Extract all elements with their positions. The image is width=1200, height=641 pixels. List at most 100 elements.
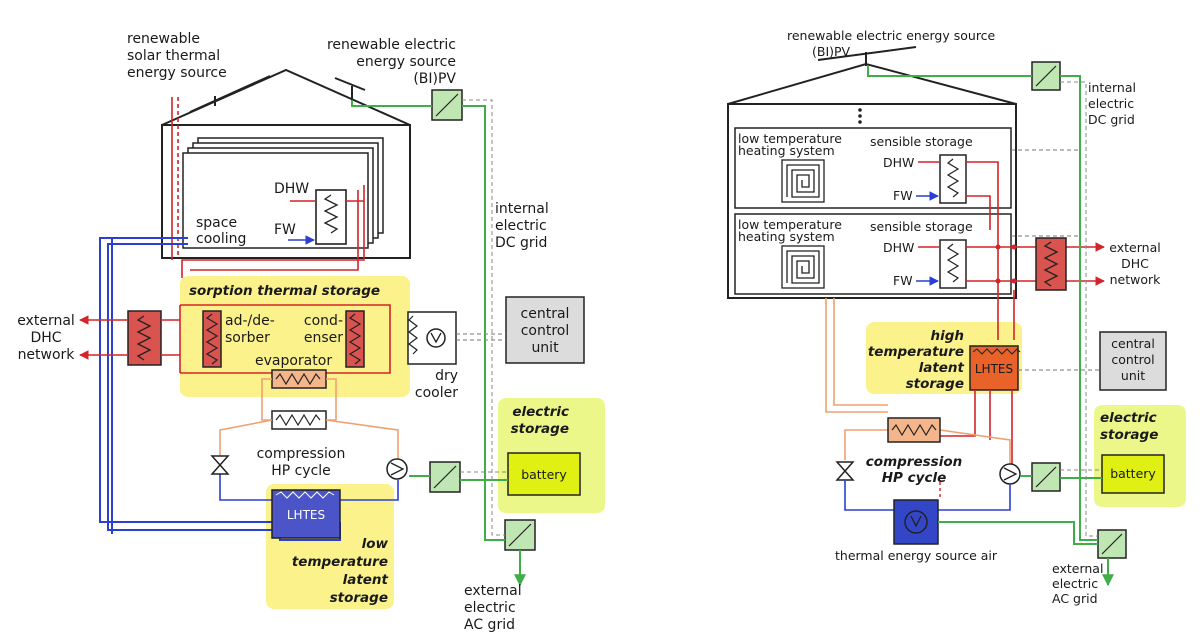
right-compression-label-1: compression — [866, 454, 962, 470]
solar-source-label-3: energy source — [127, 65, 227, 81]
condenser-label-2: enser — [304, 330, 343, 346]
right-expansion-valve — [835, 461, 855, 481]
high-temp-label-1: high — [930, 328, 964, 344]
left-dhc-label-3: network — [18, 347, 76, 363]
right-dhc-label-2: DHC — [1121, 256, 1149, 271]
left-ac-grid-label-3: AC grid — [464, 617, 515, 633]
air-source-unit — [893, 499, 939, 545]
left-dhc-heat-exchanger — [127, 310, 162, 366]
left-central-control-unit — [505, 296, 585, 364]
left-control-label-3: unit — [531, 340, 559, 356]
high-temp-label-2: temperature — [868, 344, 964, 360]
right-dhw-label-2: DHW — [883, 240, 914, 255]
compression-hx — [271, 410, 327, 430]
svg-text:ad-/de-sorber: ad-/de-sorber — [225, 313, 275, 346]
space-cooling-label-2: cooling — [196, 231, 246, 247]
left-lhtes-label: LHTES — [287, 508, 325, 522]
right-battery-label: battery — [1110, 466, 1156, 481]
floor-heating-spiral-1 — [781, 159, 825, 203]
right-control-label-3: unit — [1121, 368, 1145, 383]
right-battery — [1101, 454, 1165, 494]
right-control-label-1: central — [1111, 336, 1155, 351]
low-temp-label-3: latent — [343, 572, 389, 588]
right-dhc-label-3: network — [1110, 272, 1162, 287]
right-electric-source-label-2: (BI)PV — [812, 44, 851, 59]
right-lhtes-label: LHTES — [975, 362, 1013, 376]
sensible-storage-1 — [939, 154, 967, 204]
left-electric-storage-label-1: electric — [512, 404, 569, 420]
right-electric-source-label-1: renewable electric energy source — [787, 28, 996, 43]
air-source-label: thermal energy source air — [835, 548, 998, 563]
dc-grid-label-1: internal — [495, 201, 549, 217]
right-compression-hx — [887, 417, 941, 443]
solar-source-label-1: renewable — [127, 31, 200, 47]
condenser-label-1: cond- — [304, 313, 343, 329]
floor-heating-spiral-2 — [781, 245, 825, 289]
right-electric-storage-label-2: storage — [1100, 427, 1158, 443]
dhw-heat-exchanger — [315, 189, 347, 245]
electric-source-label-1: renewable electric — [327, 37, 456, 53]
right-lhtes — [969, 345, 1019, 391]
dry-cooler-label-2: cooler — [415, 385, 458, 401]
floor1-heating-label-2: heating system — [738, 143, 835, 158]
high-temp-label-3: latent — [919, 360, 965, 376]
electric-source-label-2: energy source — [356, 54, 456, 70]
right-compression-label-2: HP cycle — [882, 470, 946, 486]
right-fw-label-2: FW — [893, 273, 913, 288]
left-dhc-label-1: external — [17, 313, 75, 329]
left-electric-storage-label-2: storage — [511, 421, 569, 437]
right-dhw-label-1: DHW — [883, 155, 914, 170]
low-temp-label-1: low — [362, 536, 389, 552]
left-control-label-2: control — [521, 323, 570, 339]
right-control-label-2: control — [1111, 352, 1154, 367]
solar-source-label-2: solar thermal — [127, 48, 220, 64]
low-temp-label-4: storage — [330, 590, 388, 606]
space-cooling-label-1: space — [196, 215, 237, 231]
left-lhtes — [271, 489, 341, 539]
evaporator-label: evaporator — [255, 353, 332, 369]
right-fw-label-1: FW — [893, 188, 913, 203]
svg-text:cond-enser: cond-enser — [304, 313, 343, 346]
fw-label: FW — [274, 222, 296, 238]
dc-grid-label-2: electric — [495, 218, 547, 234]
dhw-label: DHW — [274, 181, 309, 197]
adsorber-label-2: sorber — [225, 330, 270, 346]
left-battery-label: battery — [521, 467, 567, 482]
sorption-title: sorption thermal storage — [189, 283, 380, 299]
low-temp-label-2: temperature — [292, 554, 388, 570]
right-ac-grid-label-2: electric — [1052, 576, 1098, 591]
right-ac-grid-label-3: AC grid — [1052, 591, 1098, 606]
floor2-sensible-label: sensible storage — [870, 219, 973, 234]
left-control-label-1: central — [521, 306, 570, 322]
dry-cooler-label-1: dry — [435, 368, 458, 384]
left-ac-grid-label-1: external — [464, 583, 522, 599]
left-diagram — [79, 68, 605, 609]
high-temp-label-4: storage — [906, 376, 964, 392]
left-battery — [507, 452, 581, 496]
floor2-heating-label-2: heating system — [738, 229, 835, 244]
compression-label-1: compression — [257, 446, 346, 462]
right-electric-storage-label-1: electric — [1100, 410, 1157, 426]
sensible-storage-2 — [939, 239, 967, 289]
right-dc-grid-label-1: internal — [1088, 80, 1136, 95]
right-dc-grid-label-3: DC grid — [1088, 112, 1135, 127]
compression-label-2: HP cycle — [271, 463, 331, 479]
